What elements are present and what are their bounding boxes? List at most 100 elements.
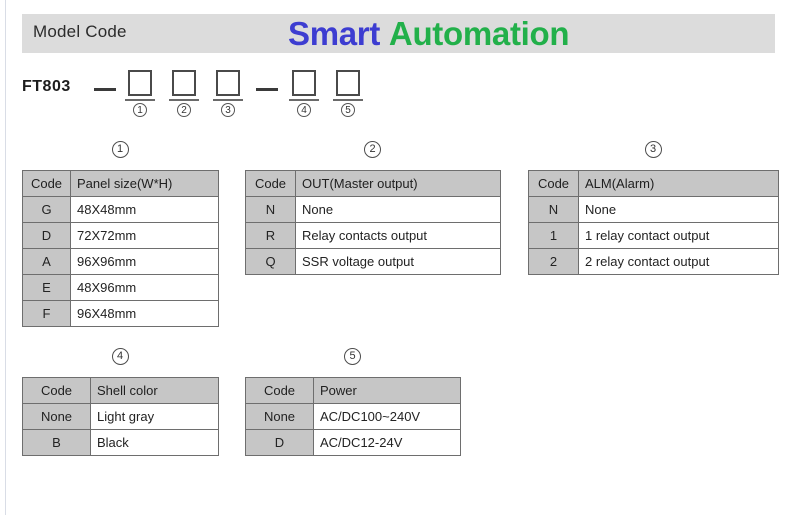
table-row: B Black [22, 429, 219, 456]
model-code-dash-1 [94, 88, 116, 91]
column-header-code: Code [22, 377, 91, 404]
cell-code: N [528, 196, 579, 223]
column-header-code: Code [528, 170, 579, 197]
cell-desc: 96X48mm [70, 300, 219, 327]
model-code-dash-2 [256, 88, 278, 91]
model-code-prefix: FT803 [22, 78, 71, 95]
circled-number-1: 1 [133, 103, 147, 117]
model-code-slot-5-box [336, 70, 360, 96]
model-code-slot-4-underline [289, 99, 319, 101]
model-code-slot-3-underline [213, 99, 243, 101]
cell-desc: Light gray [90, 403, 219, 430]
cell-code: D [245, 429, 314, 456]
circled-number-5: 5 [341, 103, 355, 117]
cell-code: None [245, 403, 314, 430]
table-row: D 72X72mm [22, 222, 219, 249]
cell-desc: None [295, 196, 501, 223]
table-row: 2 2 relay contact output [528, 248, 779, 275]
cell-desc: 72X72mm [70, 222, 219, 249]
spec-table-master-output: Code OUT(Master output) N None R Relay c… [245, 170, 501, 275]
cell-code: E [22, 274, 71, 301]
cell-desc: Black [90, 429, 219, 456]
circled-number-group-3: 3 [644, 141, 662, 158]
table-row: N None [245, 196, 501, 223]
circled-number-4: 4 [297, 103, 311, 117]
table-row: G 48X48mm [22, 196, 219, 223]
spec-table-power: Code Power None AC/DC100~240V D AC/DC12-… [245, 377, 461, 456]
cell-desc: 1 relay contact output [578, 222, 779, 249]
cell-desc: SSR voltage output [295, 248, 501, 275]
circled-number-2: 2 [177, 103, 191, 117]
spec-table-shell-color: Code Shell color None Light gray B Black [22, 377, 219, 456]
spec-table-panel-size: Code Panel size(W*H) G 48X48mm D 72X72mm… [22, 170, 219, 327]
cell-desc: Relay contacts output [295, 222, 501, 249]
cell-desc: None [578, 196, 779, 223]
group-caption-1: 1 [22, 141, 218, 158]
table-header-row: Code OUT(Master output) [245, 170, 501, 197]
brand-logo-text: Smart Automation [288, 15, 570, 53]
table-row: N None [528, 196, 779, 223]
model-code-slot-2-box [172, 70, 196, 96]
model-code-slot-4-index: 4 [289, 103, 319, 117]
cell-code: G [22, 196, 71, 223]
model-code-slot-2-underline [169, 99, 199, 101]
model-code-slot-5-index: 5 [333, 103, 363, 117]
brand-word-smart: Smart [288, 15, 381, 52]
table-row: 1 1 relay contact output [528, 222, 779, 249]
circled-number-group-1: 1 [111, 141, 129, 158]
header-band [22, 14, 775, 53]
column-header-desc: Shell color [90, 377, 219, 404]
cell-code: F [22, 300, 71, 327]
model-code-slot-1-underline [125, 99, 155, 101]
cell-code: 2 [528, 248, 579, 275]
model-code-slot-4-box [292, 70, 316, 96]
table-header-row: Code Power [245, 377, 461, 404]
table-row: None Light gray [22, 403, 219, 430]
column-header-desc: OUT(Master output) [295, 170, 501, 197]
circled-number-group-2: 2 [364, 141, 381, 158]
model-code-slot-2-index: 2 [169, 103, 199, 117]
group-caption-5: 5 [245, 348, 460, 365]
table-row: A 96X96mm [22, 248, 219, 275]
cell-code: B [22, 429, 91, 456]
model-code-slot-1-box [128, 70, 152, 96]
cell-desc: 48X96mm [70, 274, 219, 301]
page-title: Model Code [33, 22, 127, 41]
table-row: D AC/DC12-24V [245, 429, 461, 456]
table-row: F 96X48mm [22, 300, 219, 327]
group-caption-2: 2 [245, 141, 500, 158]
cell-desc: AC/DC12-24V [313, 429, 461, 456]
group-caption-3: 3 [528, 141, 778, 158]
brand-word-automation: Automation [388, 15, 570, 52]
table-header-row: Code ALM(Alarm) [528, 170, 779, 197]
column-header-desc: Power [313, 377, 461, 404]
cell-code: None [22, 403, 91, 430]
cell-desc: 2 relay contact output [578, 248, 779, 275]
column-header-code: Code [245, 170, 296, 197]
table-row: Q SSR voltage output [245, 248, 501, 275]
column-header-code: Code [22, 170, 71, 197]
table-header-row: Code Panel size(W*H) [22, 170, 219, 197]
table-row: None AC/DC100~240V [245, 403, 461, 430]
cell-code: A [22, 248, 71, 275]
table-row: R Relay contacts output [245, 222, 501, 249]
column-header-desc: Panel size(W*H) [70, 170, 219, 197]
group-caption-4: 4 [22, 348, 218, 365]
table-row: E 48X96mm [22, 274, 219, 301]
cell-desc: 96X96mm [70, 248, 219, 275]
cell-code: D [22, 222, 71, 249]
model-code-slot-3-box [216, 70, 240, 96]
table-header-row: Code Shell color [22, 377, 219, 404]
model-code-slot-3-index: 3 [213, 103, 243, 117]
column-header-desc: ALM(Alarm) [578, 170, 779, 197]
circled-number-group-4: 4 [111, 348, 129, 365]
spec-table-alarm: Code ALM(Alarm) N None 1 1 relay contact… [528, 170, 779, 275]
cell-code: R [245, 222, 296, 249]
cell-code: N [245, 196, 296, 223]
cell-desc: 48X48mm [70, 196, 219, 223]
circled-number-3: 3 [221, 103, 235, 117]
circled-number-group-5: 5 [344, 348, 361, 365]
cell-desc: AC/DC100~240V [313, 403, 461, 430]
model-code-slot-1-index: 1 [125, 103, 155, 117]
